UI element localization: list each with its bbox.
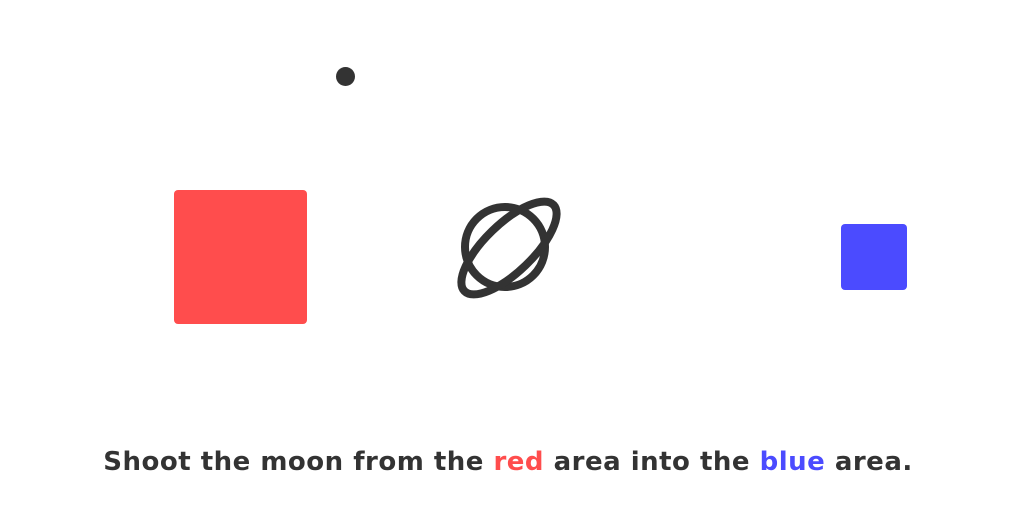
instruction-part-3: area. <box>825 447 913 477</box>
red-launch-area[interactable] <box>174 190 307 324</box>
blue-target-area <box>841 224 907 290</box>
moon[interactable] <box>336 67 355 86</box>
planet-ringed-icon <box>457 197 561 299</box>
instruction-blue-word: blue <box>759 447 826 477</box>
instruction-part-1: Shoot the moon from the <box>103 447 494 477</box>
instruction-text: Shoot the moon from the red area into th… <box>0 447 1016 477</box>
instruction-part-2: area into the <box>544 447 760 477</box>
instruction-red-word: red <box>493 447 545 477</box>
